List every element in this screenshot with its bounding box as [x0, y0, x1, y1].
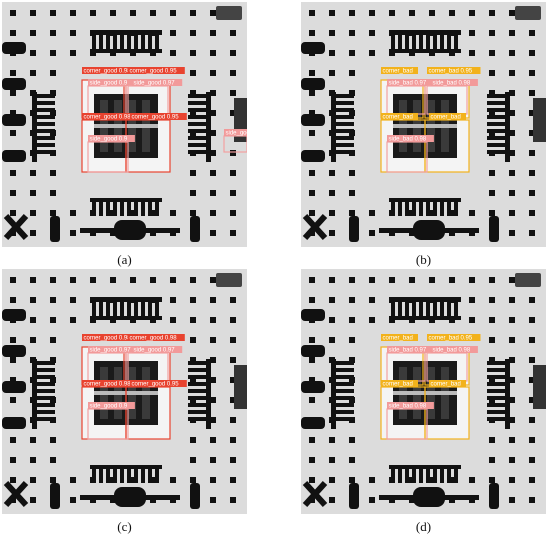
- detection-label: side_good: [226, 131, 248, 137]
- detection-label: corner_bad: [383, 69, 413, 75]
- detection-label-bg: [431, 79, 478, 86]
- detection-label: corner_good 0.98: [84, 336, 132, 342]
- detection-label-bg: [132, 346, 183, 353]
- side-bars: [2, 273, 247, 429]
- detection-label: side_good 0.97: [134, 81, 176, 87]
- detection-label: side_good 0.9: [90, 81, 128, 87]
- detection-label-bg: [387, 79, 434, 86]
- detection-label-bg: [82, 334, 139, 341]
- comb-structures: [32, 30, 211, 216]
- detection-label-bg: [224, 129, 247, 136]
- detection-label-bg: [82, 113, 139, 120]
- comb-structures: [331, 297, 510, 483]
- detection-label-bg: [381, 113, 418, 120]
- detection-label-bg: [88, 135, 135, 142]
- detection-label: corner_good 0.95: [130, 69, 178, 75]
- detection-label-bg: [431, 346, 478, 353]
- side-bars: [301, 6, 546, 162]
- caption-b: (b): [415, 252, 432, 267]
- detection-label-bg: [88, 402, 135, 409]
- caption-d: (d): [415, 519, 432, 534]
- detection-label: side_good 0.97: [134, 348, 176, 354]
- detection-label-bg: [387, 402, 434, 409]
- detection-label: corner_bad: [431, 115, 461, 121]
- detection-label-bg: [82, 380, 139, 387]
- detection-label-bg: [387, 135, 434, 142]
- detection-label-bg: [88, 79, 135, 86]
- detection-label: corner_good 0.95: [132, 115, 180, 121]
- detection-label-bg: [381, 67, 418, 74]
- detection-label: corner_good 0.98: [84, 382, 132, 388]
- detection-label-bg: [128, 334, 185, 341]
- detection-label-bg: [82, 67, 139, 74]
- detection-label: corner_good 0.98: [84, 69, 132, 75]
- detection-label: side_bad 0.98: [433, 81, 471, 87]
- detection-label-bg: [429, 113, 466, 120]
- detection-label: corner_bad: [383, 382, 413, 388]
- detection-label-bg: [387, 346, 434, 353]
- detection-label: corner_good 0.95: [132, 382, 180, 388]
- bottom-connector: [302, 213, 499, 242]
- detection-label-bg: [130, 380, 187, 387]
- detection-label: side_good 0.9: [90, 137, 128, 143]
- bottom-connector: [3, 480, 200, 509]
- detection-label: corner_bad: [383, 115, 413, 121]
- detection-label: side_bad 0.97: [389, 81, 427, 87]
- detection-label: side_bad 0.98: [433, 348, 471, 354]
- detection-label: side_bad 0.97: [389, 348, 427, 354]
- caption-c: (c): [117, 519, 132, 534]
- detection-label: corner_bad 0.95: [429, 336, 473, 342]
- detection-label: side_good 0.9: [90, 404, 128, 410]
- comb-structures: [32, 297, 211, 483]
- detection-label-bg: [381, 334, 418, 341]
- detection-label: corner_good 0.98: [84, 115, 132, 121]
- bottom-connector: [3, 213, 200, 242]
- detection-label-bg: [381, 380, 418, 387]
- side-bars: [301, 273, 546, 429]
- detection-label-bg: [128, 67, 185, 74]
- bottom-connector: [302, 480, 499, 509]
- detection-label-bg: [429, 380, 466, 387]
- detection-label-bg: [427, 67, 481, 74]
- comb-structures: [331, 30, 510, 216]
- detection-label-bg: [427, 334, 481, 341]
- detection-label-bg: [132, 79, 183, 86]
- detection-label-bg: [130, 113, 187, 120]
- detection-label: side_bad 0.98: [389, 137, 427, 143]
- detection-label: corner_bad: [431, 382, 461, 388]
- detection-label: side_good 0.97: [90, 348, 132, 354]
- caption-a: (a): [117, 252, 132, 267]
- detection-label: corner_good 0.98: [130, 336, 178, 342]
- detection-label: side_bad 0.98: [389, 404, 427, 410]
- detection-label-bg: [88, 346, 139, 353]
- detection-label: corner_bad: [383, 336, 413, 342]
- detection-label: corner_bad 0.95: [429, 69, 473, 75]
